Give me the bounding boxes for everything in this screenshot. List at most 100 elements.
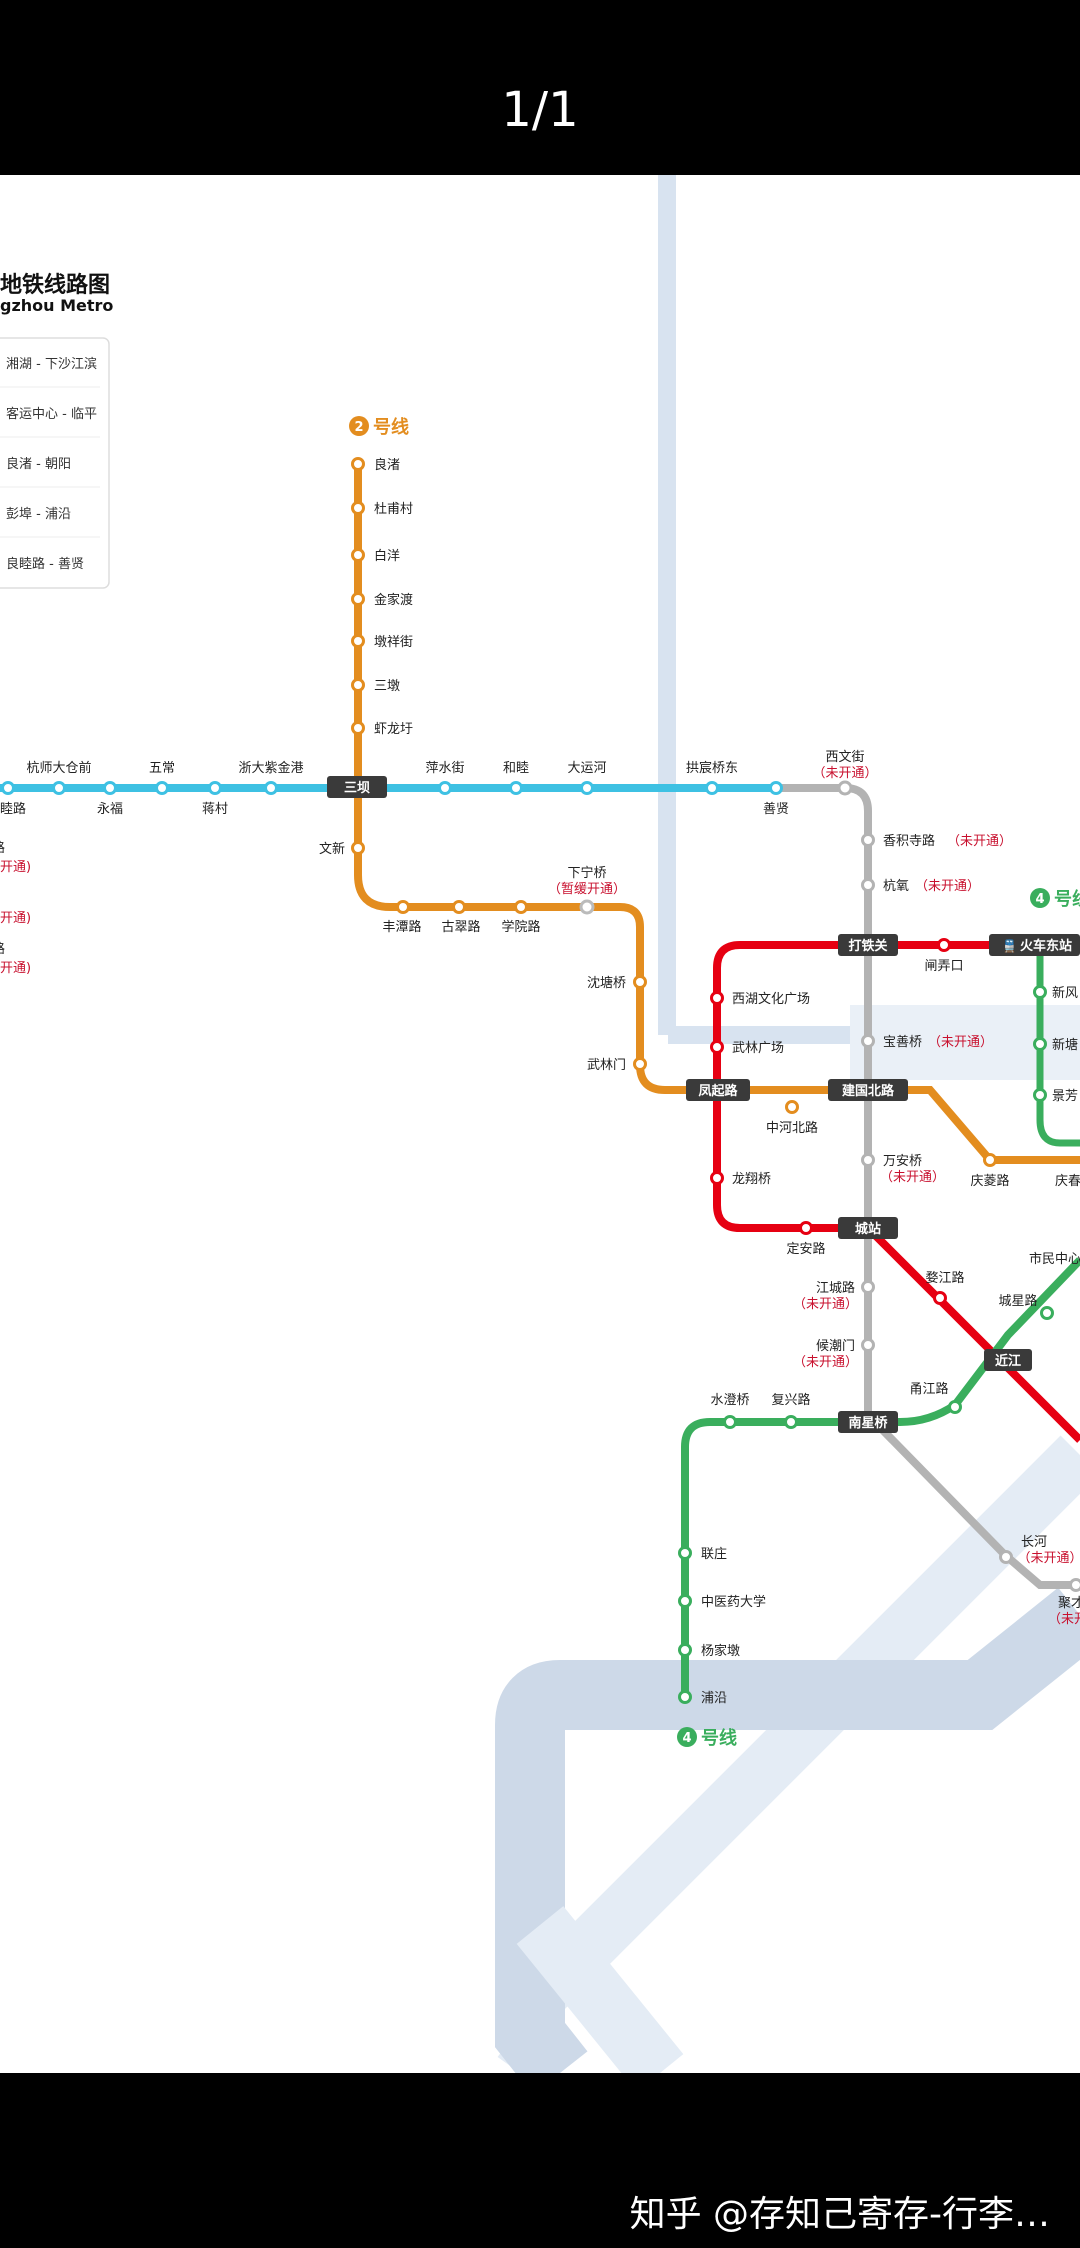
station-dot	[785, 1100, 799, 1114]
station-dot	[351, 501, 365, 515]
line4-label: 号线	[1054, 888, 1080, 910]
station-dot	[208, 781, 222, 795]
watermark-text: 知乎 @存知己寄存-行李…	[629, 2194, 1050, 2235]
station-dot	[514, 900, 528, 914]
station-label: 庆春	[1055, 1174, 1080, 1189]
station-dot	[723, 1415, 737, 1429]
station-dot-paused[interactable]	[579, 899, 595, 915]
station-dot	[1, 781, 15, 795]
station-note: 开通)	[0, 860, 31, 875]
station-dot	[678, 1643, 692, 1657]
station-dot	[580, 781, 594, 795]
station-label: 婺江路	[925, 1270, 964, 1286]
station-label: 杭师大仓前	[26, 760, 91, 776]
station-label: 萍水街	[425, 761, 464, 776]
station-label: 城站	[855, 1221, 881, 1237]
station-dot	[509, 781, 523, 795]
station-dot	[861, 878, 875, 892]
line5-stations[interactable]	[1, 781, 783, 795]
gray-line-stations[interactable]	[861, 833, 1080, 1592]
station-dot	[633, 975, 647, 989]
station-note: （未开通）	[915, 879, 980, 894]
station-label: 金家渡	[374, 592, 413, 608]
transfer-stations[interactable]: 三坝 打铁关 🚆 火车东站 凤起路 建国北路 城站 近江 南星桥	[327, 776, 1080, 1433]
station-label: 和睦	[503, 760, 529, 776]
legend: 湘湖 - 下沙江滨 客运中心 - 临平 良渚 - 朝阳 彭埠 - 浦沿 良睦路 …	[0, 337, 110, 589]
station-label: 城星路	[998, 1293, 1037, 1309]
station-label: 路	[0, 840, 5, 856]
station-label: 下宁桥	[567, 865, 606, 881]
station-label: 三墩	[374, 679, 400, 694]
legend-item: 湘湖 - 下沙江滨	[6, 356, 97, 372]
station-label: 西湖文化广场	[732, 992, 810, 1007]
station-label: 候潮门	[816, 1339, 855, 1354]
station-label: 杨家墩	[701, 1643, 740, 1659]
transfer-fengqilu: 凤起路	[686, 1079, 750, 1101]
station-label: 火车东站	[1020, 938, 1072, 954]
legend-item: 良睦路 - 善贤	[6, 556, 84, 572]
image-viewer[interactable]: 地铁线路图 gzhou Metro 湘湖 - 下沙江滨 客运中心 - 临平 良渚…	[0, 175, 1080, 2073]
station-label: 聚才	[1058, 1596, 1080, 1611]
station-dot	[396, 900, 410, 914]
station-label: 蒋村	[202, 802, 228, 817]
station-dot	[155, 781, 169, 795]
line1-stations[interactable]	[710, 938, 951, 1305]
station-label: 古翠路	[441, 919, 480, 935]
station-label: 宝善桥	[883, 1034, 922, 1050]
station-note: 开通)	[0, 911, 31, 926]
station-label: 江城路	[816, 1280, 855, 1296]
legend-box	[0, 337, 110, 589]
station-label: 三坝	[344, 781, 370, 796]
station-dot	[1040, 1306, 1054, 1320]
station-dot	[710, 991, 724, 1005]
station-label: 大运河	[567, 761, 606, 776]
line4-number-circle	[677, 1727, 697, 1747]
station-note: （未开通）	[880, 1170, 945, 1185]
station-label: 良渚	[374, 457, 400, 473]
metro-map[interactable]: 地铁线路图 gzhou Metro 湘湖 - 下沙江滨 客运中心 - 临平 良渚…	[0, 175, 1080, 2073]
station-label: 永福	[97, 802, 123, 817]
line4-number-circle	[1030, 888, 1050, 908]
station-dot	[351, 634, 365, 648]
line4-badge-right: 4 号线	[1030, 888, 1080, 910]
station-label: 庆菱路	[970, 1173, 1009, 1189]
station-dot	[351, 457, 365, 471]
station-label: 近江	[995, 1353, 1021, 1369]
map-subtitle: gzhou Metro	[0, 296, 113, 315]
station-label: 睦路	[0, 801, 26, 817]
station-label: 龙翔桥	[732, 1172, 771, 1187]
station-note: （未开	[1048, 1612, 1080, 1627]
station-dot	[799, 1221, 813, 1235]
station-dot	[351, 548, 365, 562]
station-dot	[678, 1546, 692, 1560]
legend-item: 客运中心 - 临平	[6, 406, 97, 422]
station-label: 中医药大学	[701, 1594, 766, 1610]
station-note: （未开通）	[793, 1355, 858, 1370]
station-label: 沈塘桥	[587, 975, 626, 991]
line2-stations[interactable]	[351, 457, 997, 1167]
station-dot	[103, 781, 117, 795]
station-label: 西文街	[825, 750, 864, 765]
line2-badge: 2 号线	[349, 416, 409, 438]
station-label: 联庄	[701, 1546, 727, 1562]
station-note: （未开通）	[1017, 1551, 1080, 1566]
transfer-dalieguan: 打铁关	[838, 934, 898, 956]
viewer-top-bar: 1/1	[0, 0, 1080, 175]
station-dot	[710, 1040, 724, 1054]
river-light-branch	[516, 1906, 684, 2073]
station-label: 五常	[149, 761, 175, 776]
station-dot	[948, 1400, 962, 1414]
station-label: 白洋	[374, 548, 400, 564]
station-label: 打铁关	[848, 938, 887, 954]
line4-badge: 4 号线	[677, 1727, 737, 1749]
qiantang-river-inner	[495, 1587, 1080, 2073]
station-dot	[710, 1171, 724, 1185]
train-icon: 🚆	[1002, 939, 1017, 953]
line4-stations[interactable]	[678, 985, 1054, 1704]
station-label: 学院路	[501, 919, 540, 935]
station-dot	[1033, 1037, 1047, 1051]
transfer-chengzhan: 城站	[838, 1217, 898, 1239]
station-dot	[861, 833, 875, 847]
station-dot[interactable]	[837, 780, 853, 796]
station-dot	[1033, 1088, 1047, 1102]
